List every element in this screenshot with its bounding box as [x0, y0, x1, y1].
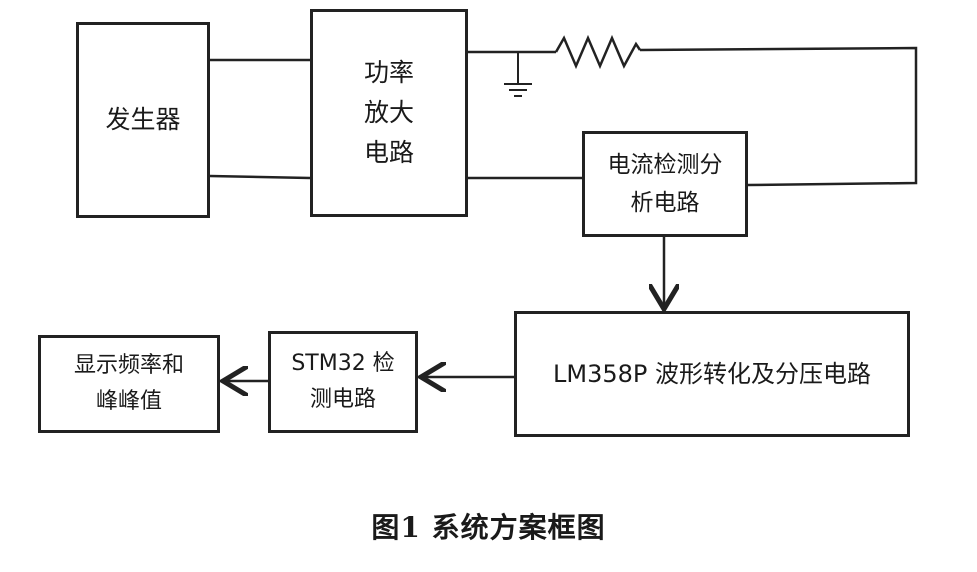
- stm32-label: STM32 检 测电路: [291, 351, 395, 412]
- generator-label: 发生器: [105, 105, 181, 134]
- generator-block: 发生器: [76, 22, 210, 218]
- wire-resistor-loop: [639, 46, 918, 187]
- current-detection-block: 电流检测分 析电路: [582, 131, 748, 237]
- display-block: 显示频率和 峰峰值: [38, 335, 220, 433]
- wire-gen-amp-bottom: [209, 174, 311, 180]
- stm32-block: STM32 检 测电路: [268, 331, 418, 433]
- lm358p-label: LM358P 波形转化及分压电路: [553, 360, 871, 388]
- lm358p-block: LM358P 波形转化及分压电路: [514, 311, 910, 437]
- display-label: 显示频率和 峰峰值: [73, 353, 184, 414]
- resistor-symbol: [554, 34, 642, 70]
- figure-caption: 图1 系统方案框图: [371, 511, 606, 544]
- current-detection-label: 电流检测分 析电路: [607, 152, 723, 216]
- power-amplifier-label: 功率 放大 电路: [363, 58, 414, 167]
- ground-symbol: [504, 52, 532, 97]
- power-amplifier-block: 功率 放大 电路: [310, 9, 468, 217]
